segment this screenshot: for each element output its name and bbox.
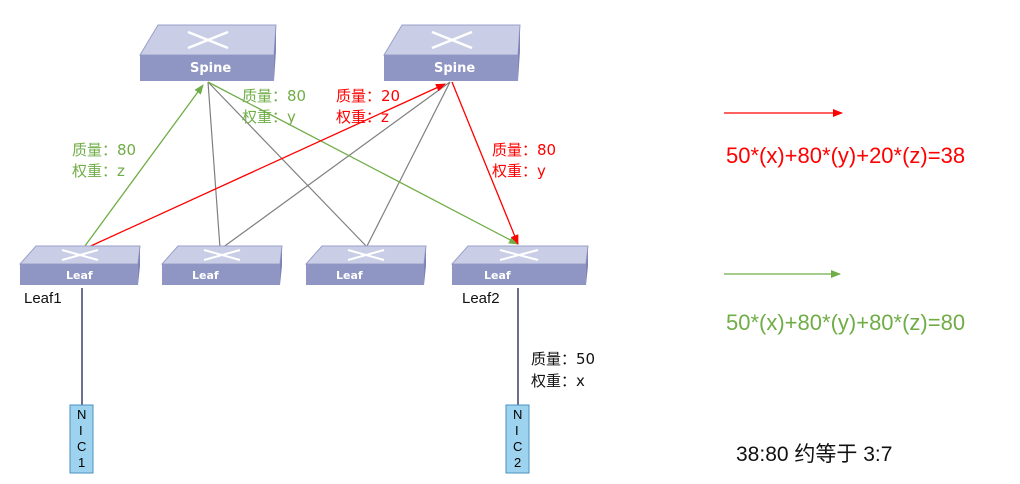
leaf1-name: Leaf1 — [24, 290, 62, 307]
nic2-char: 2 — [514, 455, 521, 470]
link-spine1-leaf3 — [207, 81, 369, 249]
leaf-switch-4: Leaf — [450, 245, 589, 285]
green-equation: 50*(x)+80*(y)+80*(z)=80 — [726, 310, 965, 335]
nic2-char: C — [513, 439, 522, 454]
green-path — [81, 81, 519, 251]
annotation-red-right: 质量：80 权重：y — [492, 141, 556, 180]
green-arrow-spine1-leaf4 — [207, 81, 519, 245]
link-spine2-leaf3 — [365, 81, 451, 249]
annotation-weight: 权重：z — [336, 108, 389, 126]
annotation-green-top: 质量：80 权重：y — [242, 87, 306, 126]
annotation-quality: 质量：80 — [492, 141, 556, 159]
link-spine2-leaf2 — [221, 81, 451, 249]
leaf2-name: Leaf2 — [462, 290, 500, 307]
link-spine1-leaf2 — [207, 81, 221, 249]
crossed-arrows-icon — [203, 249, 241, 261]
green-arrow-leaf1-spine1 — [81, 84, 204, 251]
nic2-char: I — [515, 423, 519, 438]
annotation-quality: 质量：20 — [336, 87, 400, 105]
spine-switch-1: Spine — [139, 24, 277, 81]
gray-links — [207, 81, 451, 249]
annotation-nic2: 质量：50 权重：x — [531, 350, 595, 390]
nic1-char: C — [77, 439, 86, 454]
ratio-note: 38:80 约等于 3:7 — [736, 443, 892, 466]
leaf-switch-3: Leaf — [304, 245, 427, 285]
red-equation: 50*(x)+80*(y)+20*(z)=38 — [726, 143, 965, 168]
annotation-weight: 权重：y — [242, 108, 296, 126]
leaf-label: Leaf — [66, 269, 93, 282]
red-arrow-leaf1-spine2 — [81, 83, 446, 251]
spine-label: Spine — [190, 61, 231, 76]
nic1-char: N — [77, 407, 86, 422]
leaf-label: Leaf — [484, 269, 511, 282]
crossed-arrows-icon — [187, 30, 229, 50]
crossed-arrows-icon — [499, 249, 539, 261]
leaf-label: Leaf — [192, 269, 219, 282]
crossed-arrows-icon — [431, 30, 473, 50]
nic2-box: N I C 2 — [505, 404, 530, 474]
nic1-box: N I C 1 — [69, 404, 94, 474]
crossed-arrows-icon — [347, 249, 385, 261]
annotation-weight: 权重：y — [492, 162, 546, 180]
red-path — [81, 81, 519, 251]
nic1-char: I — [79, 423, 83, 438]
nic2-char: N — [513, 407, 522, 422]
annotation-weight: 权重：z — [72, 162, 125, 180]
annotation-quality: 质量：50 — [531, 350, 595, 368]
spine-switch-2: Spine — [383, 24, 521, 81]
leaf-switch-2: Leaf — [160, 245, 283, 285]
annotation-green-left: 质量：80 权重：z — [72, 141, 136, 180]
spine-label: Spine — [434, 61, 475, 76]
annotation-quality: 质量：80 — [242, 87, 306, 105]
crossed-arrows-icon — [61, 249, 99, 261]
leaf-switch-1: Leaf — [18, 245, 141, 285]
annotation-quality: 质量：80 — [72, 141, 136, 159]
nic1-char: 1 — [78, 455, 85, 470]
red-arrow-spine2-leaf4 — [451, 81, 519, 245]
annotation-weight: 权重：x — [531, 372, 585, 390]
annotation-red-top: 质量：20 权重：z — [336, 87, 400, 126]
leaf-label: Leaf — [336, 269, 363, 282]
